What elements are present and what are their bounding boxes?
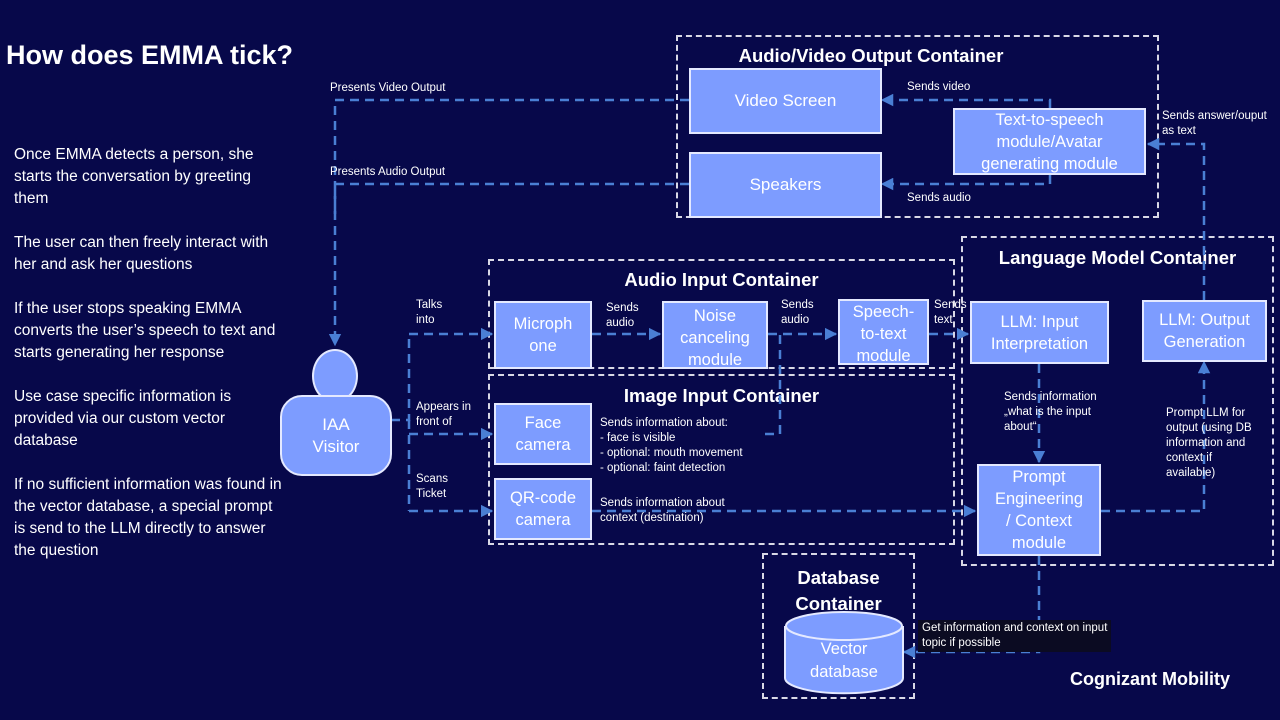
language-model-container bbox=[961, 236, 1274, 566]
llm-output-generation-node: LLM: Output Generation bbox=[1142, 300, 1267, 362]
label-sends-answer: Sends answer/ouput as text bbox=[1162, 110, 1267, 137]
arrow-face-to-stt bbox=[765, 334, 782, 436]
database-container-title: Database Container bbox=[795, 567, 882, 614]
arrow-tts-to-video bbox=[880, 93, 1052, 108]
language-model-container-title: Language Model Container bbox=[998, 247, 1237, 268]
label-face-info: Sends information about: - face is visib… bbox=[600, 417, 743, 474]
visitor-node: IAA Visitor bbox=[280, 395, 392, 476]
arrow-video-to-visitor bbox=[328, 98, 689, 347]
speakers-node: Speakers bbox=[689, 152, 882, 218]
label-what-input: Sends information „what is the input abo… bbox=[1004, 391, 1097, 433]
label-get-info: Get information and context on input top… bbox=[918, 620, 1112, 652]
label-presents-video: Presents Video Output bbox=[330, 82, 446, 94]
image-input-container-title: Image Input Container bbox=[623, 385, 820, 406]
arrow-prompt-to-vector-db bbox=[902, 556, 1041, 659]
speech-to-text-node: Speech- to-text module bbox=[838, 299, 929, 365]
prompt-engineering-node: Prompt Engineering / Context module bbox=[977, 464, 1101, 556]
description-paragraph: If the user stops speaking EMMA converts… bbox=[14, 300, 276, 361]
video-screen-node: Video Screen bbox=[689, 68, 882, 134]
label-scans-ticket: Scans Ticket bbox=[416, 473, 448, 500]
label-qr-info: Sends information about context (destina… bbox=[600, 497, 725, 524]
description-paragraph: Once EMMA detects a person, she starts t… bbox=[14, 146, 254, 207]
vector-database-label: Vector database bbox=[810, 640, 878, 681]
arrow-llm-output-to-tts bbox=[1146, 137, 1206, 300]
label-talks-into: Talks into bbox=[416, 299, 443, 326]
description-paragraph: The user can then freely interact with h… bbox=[14, 234, 269, 273]
arrow-tts-to-speakers bbox=[880, 175, 1052, 191]
llm-input-interpretation-node: LLM: Input Interpretation bbox=[970, 301, 1109, 364]
av-output-container-title: Audio/Video Output Container bbox=[738, 45, 1004, 66]
description-paragraph: If no sufficient information was found i… bbox=[14, 476, 282, 559]
label-appears-in-front: Appears in front of bbox=[416, 401, 471, 428]
brand-logo-text: Cognizant Mobility bbox=[1070, 669, 1230, 689]
database-container bbox=[762, 553, 915, 699]
microphone-node: Microph one bbox=[494, 301, 592, 369]
arrow-visitor-branches bbox=[391, 334, 411, 422]
tts-node: Text-to-speech module/Avatar generating … bbox=[953, 108, 1146, 175]
description-paragraph: Use case specific information is provide… bbox=[14, 388, 232, 449]
label-presents-audio: Presents Audio Output bbox=[330, 166, 446, 178]
page-title: How does EMMA tick? bbox=[6, 40, 294, 70]
vector-database-cylinder bbox=[784, 611, 904, 695]
label-sends-audio-1: Sends audio bbox=[606, 302, 639, 329]
image-input-container bbox=[488, 374, 955, 545]
label-sends-text: Sends text bbox=[934, 299, 967, 326]
arrow-visitor-to-face-camera bbox=[407, 420, 492, 511]
label-sends-audio-out: Sends audio bbox=[907, 192, 971, 204]
audio-input-container-title: Audio Input Container bbox=[624, 269, 819, 290]
label-sends-audio-2: Sends audio bbox=[781, 299, 814, 326]
arrow-prompt-to-llm-output bbox=[1101, 360, 1211, 513]
label-sends-video: Sends video bbox=[907, 81, 971, 93]
noise-canceling-node: Noise canceling module bbox=[662, 301, 768, 369]
face-camera-node: Face camera bbox=[494, 403, 592, 465]
qr-code-camera-node: QR-code camera bbox=[494, 478, 592, 540]
label-prompt-llm: Prompt LLM for output (using DB informat… bbox=[1166, 407, 1252, 479]
av-output-container bbox=[676, 35, 1159, 218]
arrow-speakers-to-visitor bbox=[333, 182, 689, 220]
